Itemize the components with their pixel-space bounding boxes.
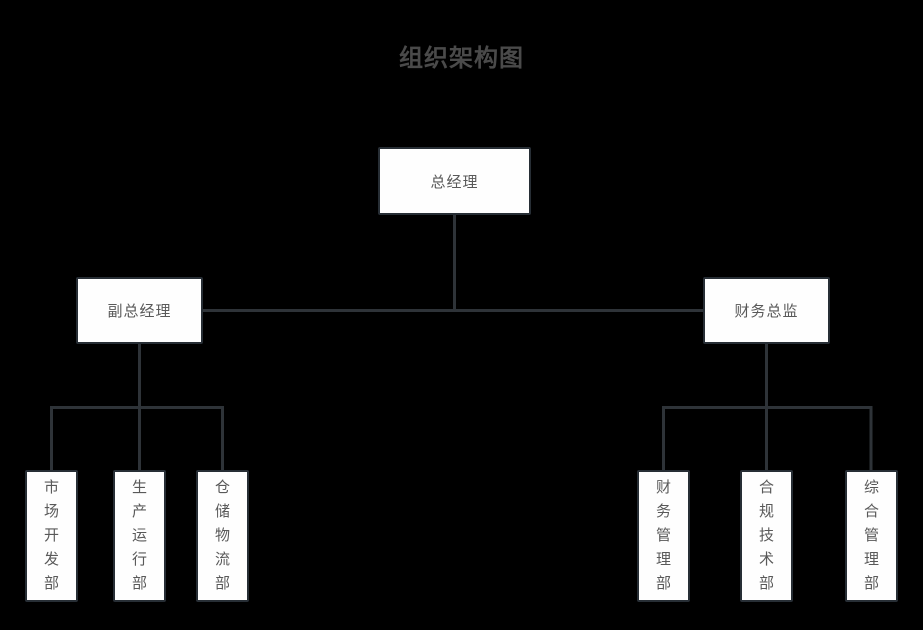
node-general-management-dept-label: 综 合 管 理 部	[863, 479, 879, 592]
node-warehouse-logistics-dept: 仓 储 物 流 部	[196, 470, 249, 602]
node-production-operation-dept: 生 产 运 行 部	[113, 470, 166, 602]
node-general-manager: 总经理	[378, 147, 531, 215]
node-warehouse-logistics-dept-label: 仓 储 物 流 部	[214, 479, 230, 592]
node-deputy-general-manager-label: 副总经理	[107, 303, 172, 320]
node-deputy-general-manager: 副总经理	[76, 277, 203, 344]
node-compliance-technology-dept: 合 规 技 术 部	[740, 470, 793, 602]
node-finance-director-label: 财务总监	[734, 303, 799, 320]
node-finance-director: 财务总监	[703, 277, 830, 344]
node-general-management-dept: 综 合 管 理 部	[845, 470, 898, 602]
node-market-development-dept: 市 场 开 发 部	[25, 470, 78, 602]
node-finance-management-dept-label: 财 务 管 理 部	[655, 479, 671, 592]
node-market-development-dept-label: 市 场 开 发 部	[43, 479, 59, 592]
node-compliance-technology-dept-label: 合 规 技 术 部	[758, 479, 774, 592]
node-production-operation-dept-label: 生 产 运 行 部	[131, 479, 147, 592]
node-general-manager-label: 总经理	[430, 173, 479, 191]
chart-title: 组织架构图	[399, 45, 524, 72]
node-finance-management-dept: 财 务 管 理 部	[637, 470, 690, 602]
